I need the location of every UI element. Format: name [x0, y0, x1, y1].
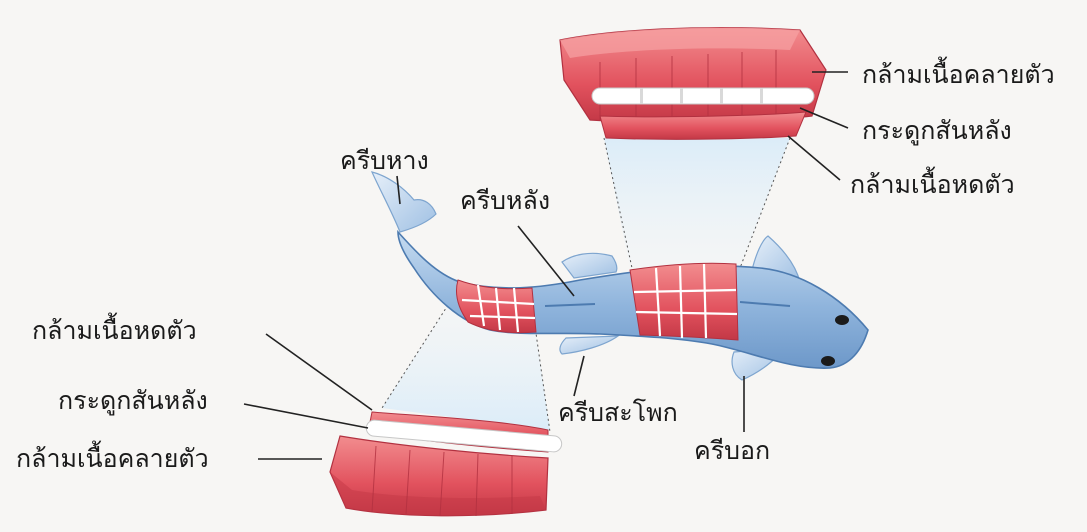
- fish-muscle-band-mid: [630, 263, 738, 340]
- label-dorsal-fin: ครีบหลัง: [460, 188, 550, 213]
- pelvic-fin-shape: [560, 336, 618, 354]
- label-pelvic-fin: ครีบสะโพก: [558, 400, 678, 425]
- label-bottom-contracted-muscle: กล้ามเนื้อหดตัว: [32, 318, 197, 343]
- leader-pelvic-fin: [574, 356, 584, 396]
- muscle-segment-block-top: [560, 28, 826, 140]
- label-bottom-relaxed-muscle: กล้ามเนื้อคลายตัว: [16, 446, 209, 471]
- label-tail-fin: ครีบหาง: [340, 148, 429, 173]
- leader-bottom-contracted: [266, 334, 372, 410]
- leader-top-contracted: [788, 136, 840, 180]
- label-top-contracted-muscle: กล้ามเนื้อหดตัว: [850, 172, 1015, 197]
- label-pectoral-fin: ครีบอก: [694, 438, 770, 463]
- tail-fin-shape: [372, 172, 436, 232]
- eye-bottom: [821, 356, 835, 366]
- leader-top-spine: [800, 108, 848, 128]
- spine-top: [592, 88, 814, 104]
- eye-top: [835, 315, 849, 325]
- label-bottom-spine: กระดูกสันหลัง: [58, 388, 208, 413]
- label-top-relaxed-muscle: กล้ามเนื้อคลายตัว: [862, 62, 1055, 87]
- dorsal-fin-shape: [562, 253, 617, 278]
- label-top-spine: กระดูกสันหลัง: [862, 118, 1012, 143]
- leader-bottom-spine: [244, 404, 368, 428]
